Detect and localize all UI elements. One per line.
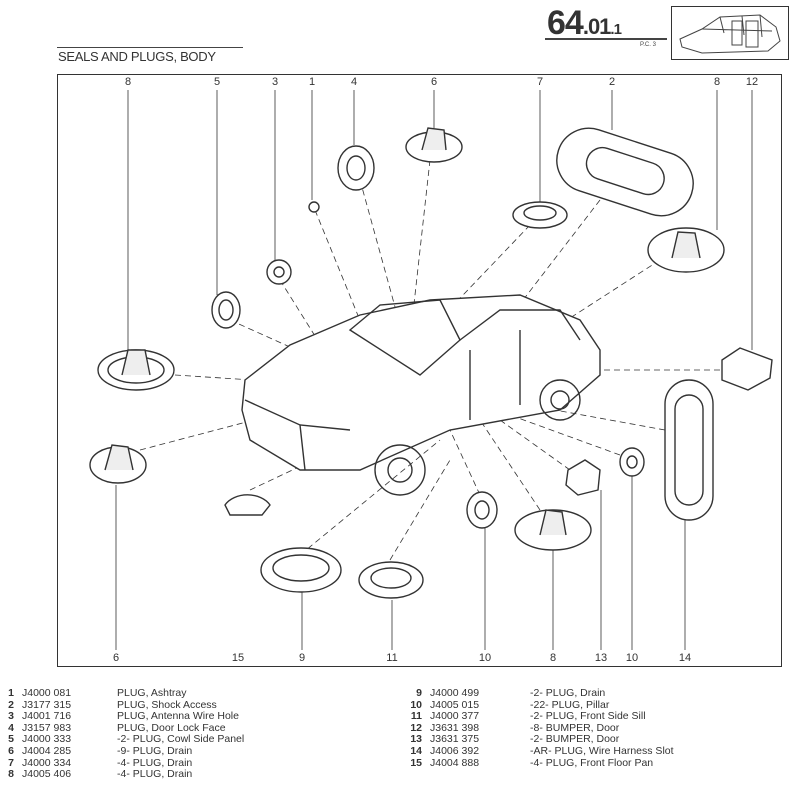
callout-10b: 10: [625, 652, 639, 664]
page-number: 64.01.1: [547, 4, 622, 43]
item-number: 11: [410, 710, 422, 723]
part-number: J3631 375: [430, 733, 480, 746]
part-number: J4000 081: [22, 687, 72, 699]
parts-list-row: 2 J3177 315 PLUG, Shock Access: [0, 698, 244, 712]
parts-list-row: 7 J4000 334 -4- PLUG, Drain: [0, 756, 244, 770]
page-title: SEALS AND PLUGS, BODY: [58, 49, 216, 64]
item-number: 8: [8, 768, 14, 781]
callout-11: 11: [386, 652, 398, 664]
parts-list-row: 10 J4005 015 -22- PLUG, Pillar: [402, 698, 674, 712]
callout-10: 10: [478, 652, 492, 664]
parts-list-row: 12 J3631 398 -8- BUMPER, Door: [402, 721, 674, 735]
part-description: -2- PLUG, Front Side Sill: [530, 710, 646, 723]
item-number: 12: [410, 721, 422, 734]
item-number: 10: [410, 698, 422, 711]
parts-list-row: 13 J3631 375 -2- BUMPER, Door: [402, 734, 674, 746]
item-number: 15: [410, 756, 422, 769]
callout-5: 5: [213, 76, 221, 88]
part-number: J3157 983: [22, 721, 72, 734]
part-number: J4000 333: [22, 733, 72, 746]
callout-8: 8: [124, 76, 132, 88]
part-description: -2- PLUG, Drain: [530, 687, 606, 699]
parts-list-row: 9 J4000 499 -2- PLUG, Drain: [402, 687, 674, 700]
exploded-diagram: [89, 90, 773, 650]
item-number: 14: [410, 744, 422, 757]
part-number: J3631 398: [430, 721, 480, 734]
callout-8b: 8: [713, 76, 721, 88]
part-number: J4000 334: [22, 756, 72, 769]
item-number: 13: [410, 733, 422, 746]
car-body-icon: [679, 14, 781, 54]
part-number: J4005 406: [22, 768, 72, 781]
parts-list-row: 5 J4000 333 -2- PLUG, Cowl Side Panel: [0, 734, 244, 746]
part-description: -4- PLUG, Drain: [117, 756, 193, 769]
item-number: 3: [8, 710, 14, 723]
parts-list-row: 11 J4000 377 -2- PLUG, Front Side Sill: [402, 711, 674, 723]
callout-3: 3: [271, 76, 279, 88]
callout-15: 15: [231, 652, 245, 664]
part-description: -4- PLUG, Drain: [117, 768, 193, 781]
part-number: J4006 392: [430, 744, 480, 757]
page-sub: .01: [582, 14, 612, 39]
part-number: J4000 377: [430, 710, 480, 723]
callout-1: 1: [308, 76, 316, 88]
callout-2: 2: [608, 76, 616, 88]
callout-13: 13: [594, 652, 608, 664]
page-number-rule: [545, 38, 667, 40]
parts-list-left: 1 J4000 081 PLUG, Ashtray 2 J3177 315 PLUG, S…: [0, 687, 244, 781]
parts-list-row: 15 J4004 888 -4- PLUG, Front Floor Pan: [402, 756, 674, 770]
parts: [89, 127, 773, 599]
callout-6b: 6: [112, 652, 120, 664]
diagram-frame: [57, 74, 782, 667]
title-rule: [57, 47, 243, 48]
callout-9: 9: [298, 652, 306, 664]
part-number: J4000 499: [430, 687, 480, 699]
page-minor: .1: [610, 21, 621, 38]
part-description: -22- PLUG, Pillar: [530, 698, 610, 711]
part-description: -2- BUMPER, Door: [530, 733, 620, 746]
callout-4: 4: [350, 76, 358, 88]
callout-14: 14: [678, 652, 692, 664]
item-number: 6: [8, 744, 14, 757]
parts-list-row: 8 J4005 406 -4- PLUG, Drain: [0, 769, 244, 781]
part-description: -AR- PLUG, Wire Harness Slot: [530, 744, 674, 757]
callout-6: 6: [430, 76, 438, 88]
part-description: PLUG, Shock Access: [117, 698, 217, 711]
item-number: 1: [8, 687, 14, 699]
item-number: 2: [8, 698, 14, 711]
parts-list-row: 6 J4004 285 -9- PLUG, Drain: [0, 744, 244, 758]
part-description: PLUG, Door Lock Face: [117, 721, 226, 734]
item-number: 7: [8, 756, 14, 769]
parts-list-row: 4 J3157 983 PLUG, Door Lock Face: [0, 721, 244, 735]
car-thumbnail: [671, 6, 789, 60]
parts-list-right: 9 J4000 499 -2- PLUG, Drain 10 J4005 015 -22-…: [402, 687, 674, 770]
part-description: -9- PLUG, Drain: [117, 744, 193, 757]
parts-list-row: 1 J4000 081 PLUG, Ashtray: [0, 687, 244, 700]
part-number: J4004 285: [22, 744, 72, 757]
part-description: PLUG, Ashtray: [117, 687, 187, 699]
part-description: -8- BUMPER, Door: [530, 721, 620, 734]
part-description: -4- PLUG, Front Floor Pan: [530, 756, 654, 769]
part-description: -2- PLUG, Cowl Side Panel: [117, 733, 245, 746]
item-number: 4: [8, 721, 14, 734]
part-number: J3177 315: [22, 698, 72, 711]
callout-12: 12: [745, 76, 759, 88]
part-description: PLUG, Antenna Wire Hole: [117, 710, 239, 723]
part-number: J4005 015: [430, 698, 480, 711]
car-body: [241, 294, 601, 496]
parts-list-row: 14 J4006 392 -AR- PLUG, Wire Harness Slot: [402, 744, 674, 758]
pc-label: P.C. 3: [640, 42, 656, 48]
leader-lines: [89, 90, 773, 650]
part-number: J4004 888: [430, 756, 480, 769]
callout-7: 7: [536, 76, 544, 88]
parts-list-row: 3 J4001 716 PLUG, Antenna Wire Hole: [0, 711, 244, 723]
part-number: J4001 716: [22, 710, 72, 723]
item-number: 5: [8, 733, 14, 746]
item-number: 9: [416, 687, 422, 699]
callout-8c: 8: [549, 652, 557, 664]
page-main: 64: [547, 4, 584, 42]
